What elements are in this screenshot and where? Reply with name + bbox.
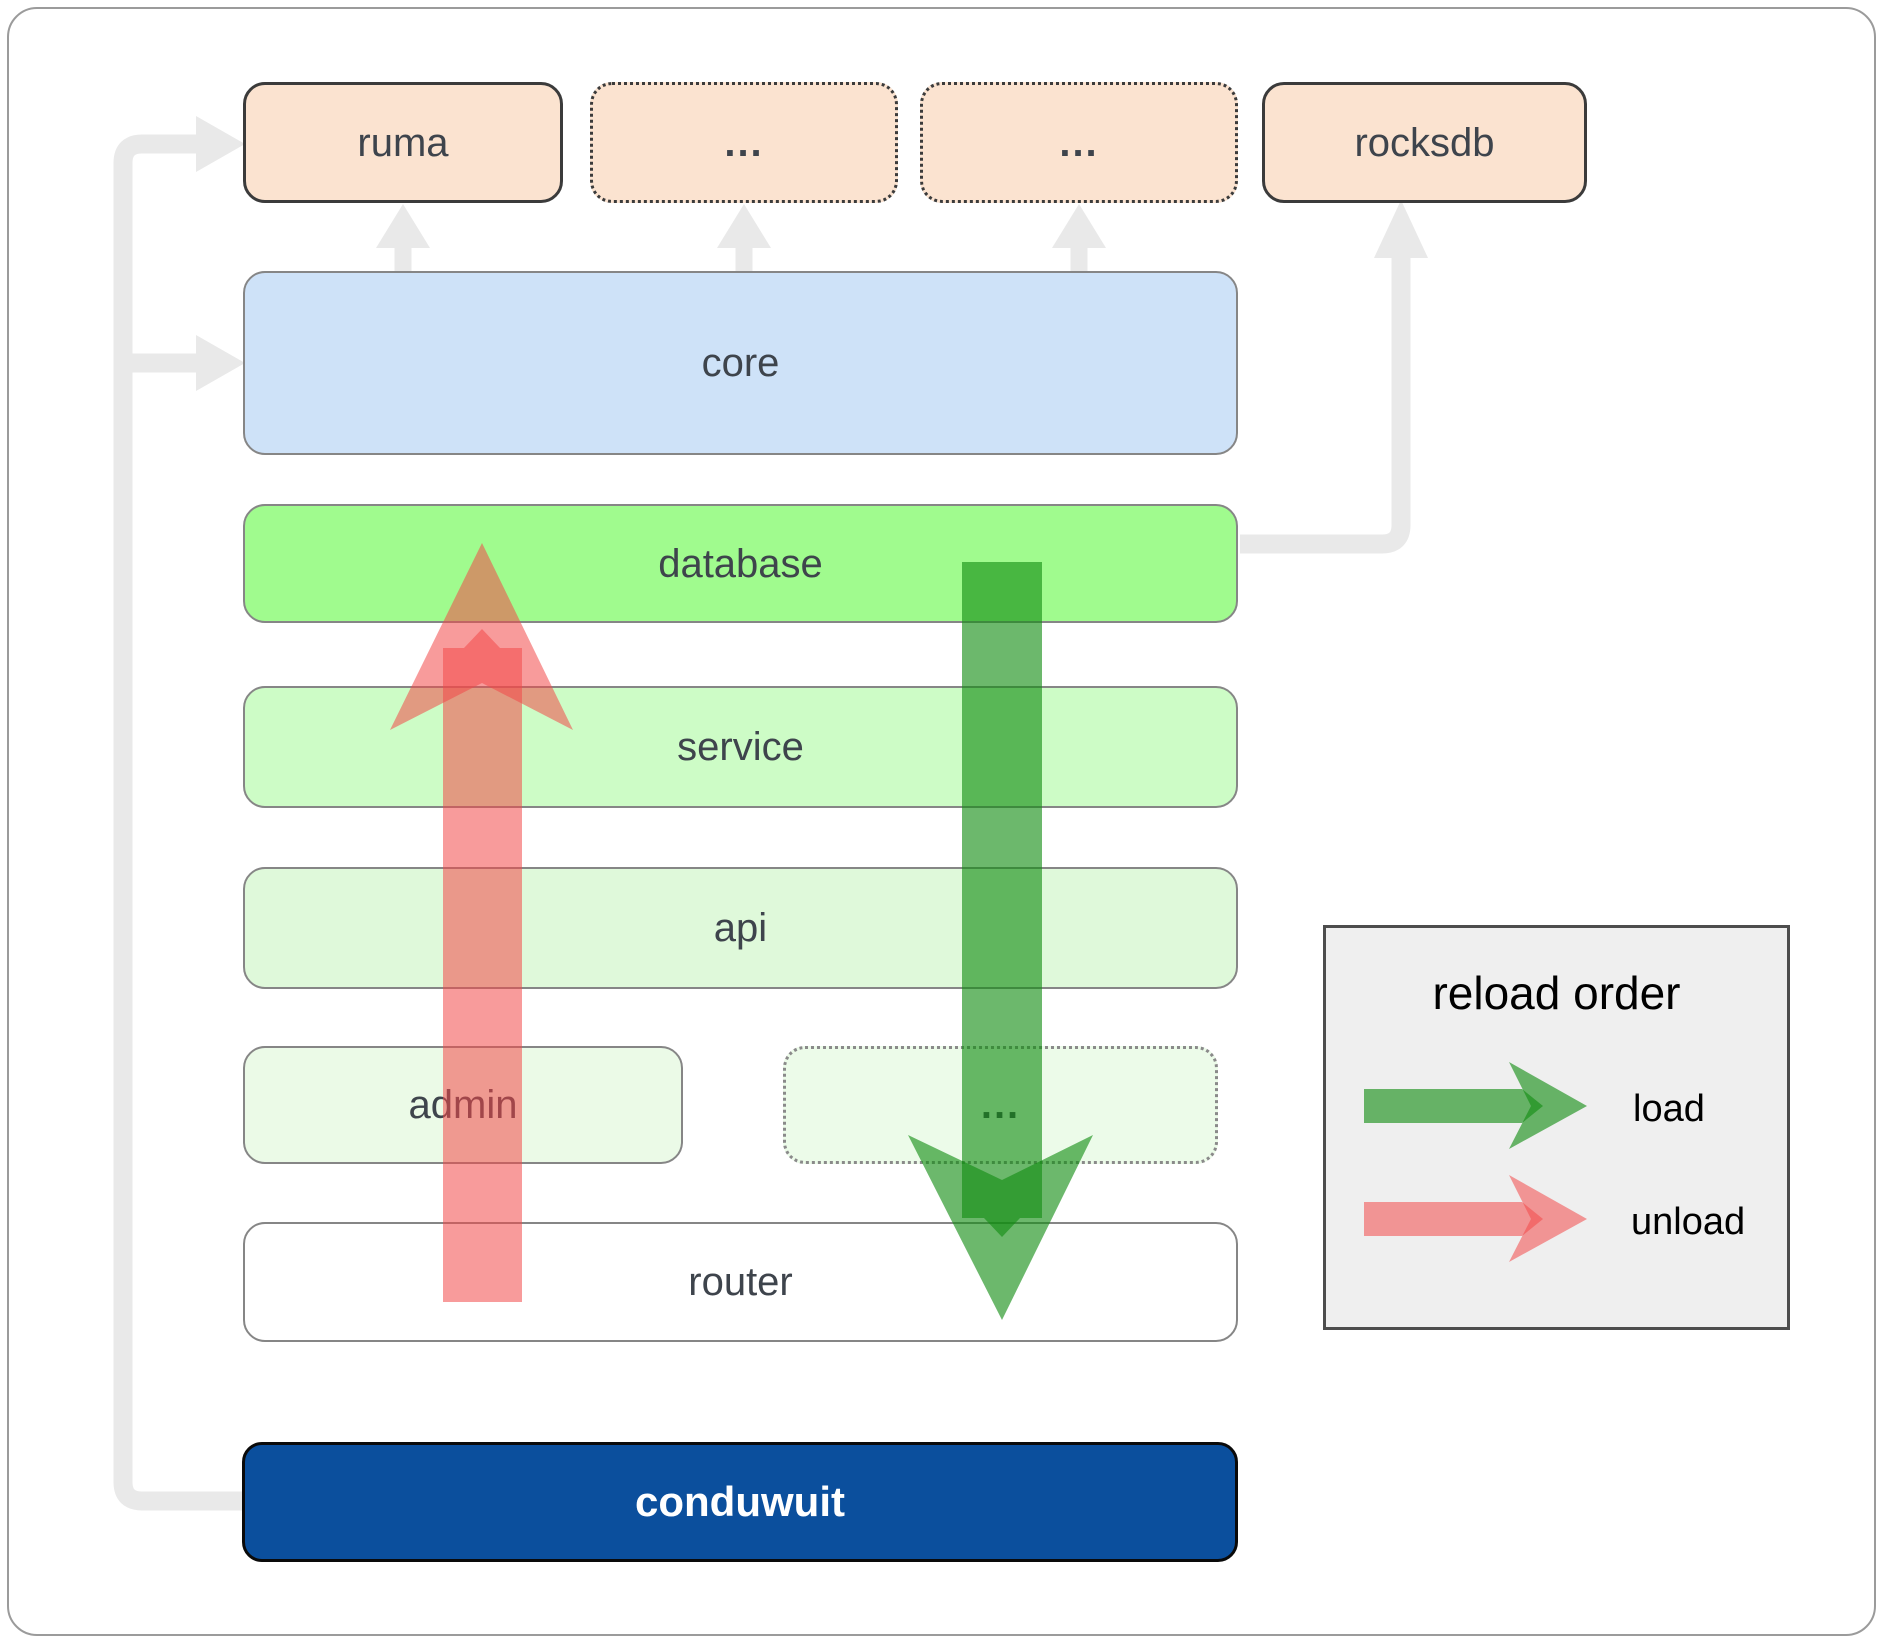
node-top-ellipsis-2: ...	[920, 82, 1238, 203]
arrowhead-into-rocksdb-icon	[1374, 200, 1428, 258]
node-service: service	[243, 686, 1238, 808]
node-admin: admin	[243, 1046, 683, 1164]
node-core-label: core	[701, 341, 780, 385]
node-admin-label: admin	[408, 1083, 518, 1127]
arrowhead-up-ellipsis1-icon	[717, 204, 771, 248]
node-top-ellipsis-1-label: ...	[724, 120, 764, 165]
node-api-label: api	[713, 906, 768, 950]
node-router-label: router	[688, 1260, 793, 1304]
node-core: core	[243, 271, 1238, 455]
node-router: router	[243, 1222, 1238, 1342]
connector-database-to-rocksdb	[1240, 252, 1411, 554]
legend-title: reload order	[1432, 967, 1681, 1019]
node-database-label: database	[658, 541, 823, 586]
node-api: api	[243, 867, 1238, 989]
node-conduwuit: conduwuit	[242, 1442, 1238, 1562]
arrowhead-up-ellipsis2-icon	[1052, 204, 1106, 248]
node-service-label: service	[677, 725, 804, 769]
arrowhead-into-core-icon	[196, 335, 245, 391]
legend-load-label: load	[1633, 1088, 1705, 1130]
connector-conduwuit-to-ruma	[113, 134, 243, 1511]
arrowhead-into-ruma-icon	[196, 116, 245, 172]
node-mid-ellipsis: ...	[783, 1046, 1218, 1164]
legend-unload-label: unload	[1631, 1201, 1746, 1243]
node-rocksdb-label: rocksdb	[1354, 120, 1495, 165]
node-ruma-label: ruma	[357, 120, 449, 165]
legend-reload-order: reload order load unload	[1323, 925, 1790, 1330]
node-ruma: ruma	[243, 82, 563, 203]
outer-frame	[7, 7, 1876, 1636]
node-mid-ellipsis-label: ...	[980, 1083, 1021, 1127]
node-conduwuit-label: conduwuit	[635, 1478, 845, 1525]
node-database: database	[243, 504, 1238, 623]
node-top-ellipsis-2-label: ...	[1059, 120, 1099, 165]
arrowhead-up-ruma-icon	[376, 204, 430, 248]
node-top-ellipsis-1: ...	[590, 82, 898, 203]
node-rocksdb: rocksdb	[1262, 82, 1587, 203]
